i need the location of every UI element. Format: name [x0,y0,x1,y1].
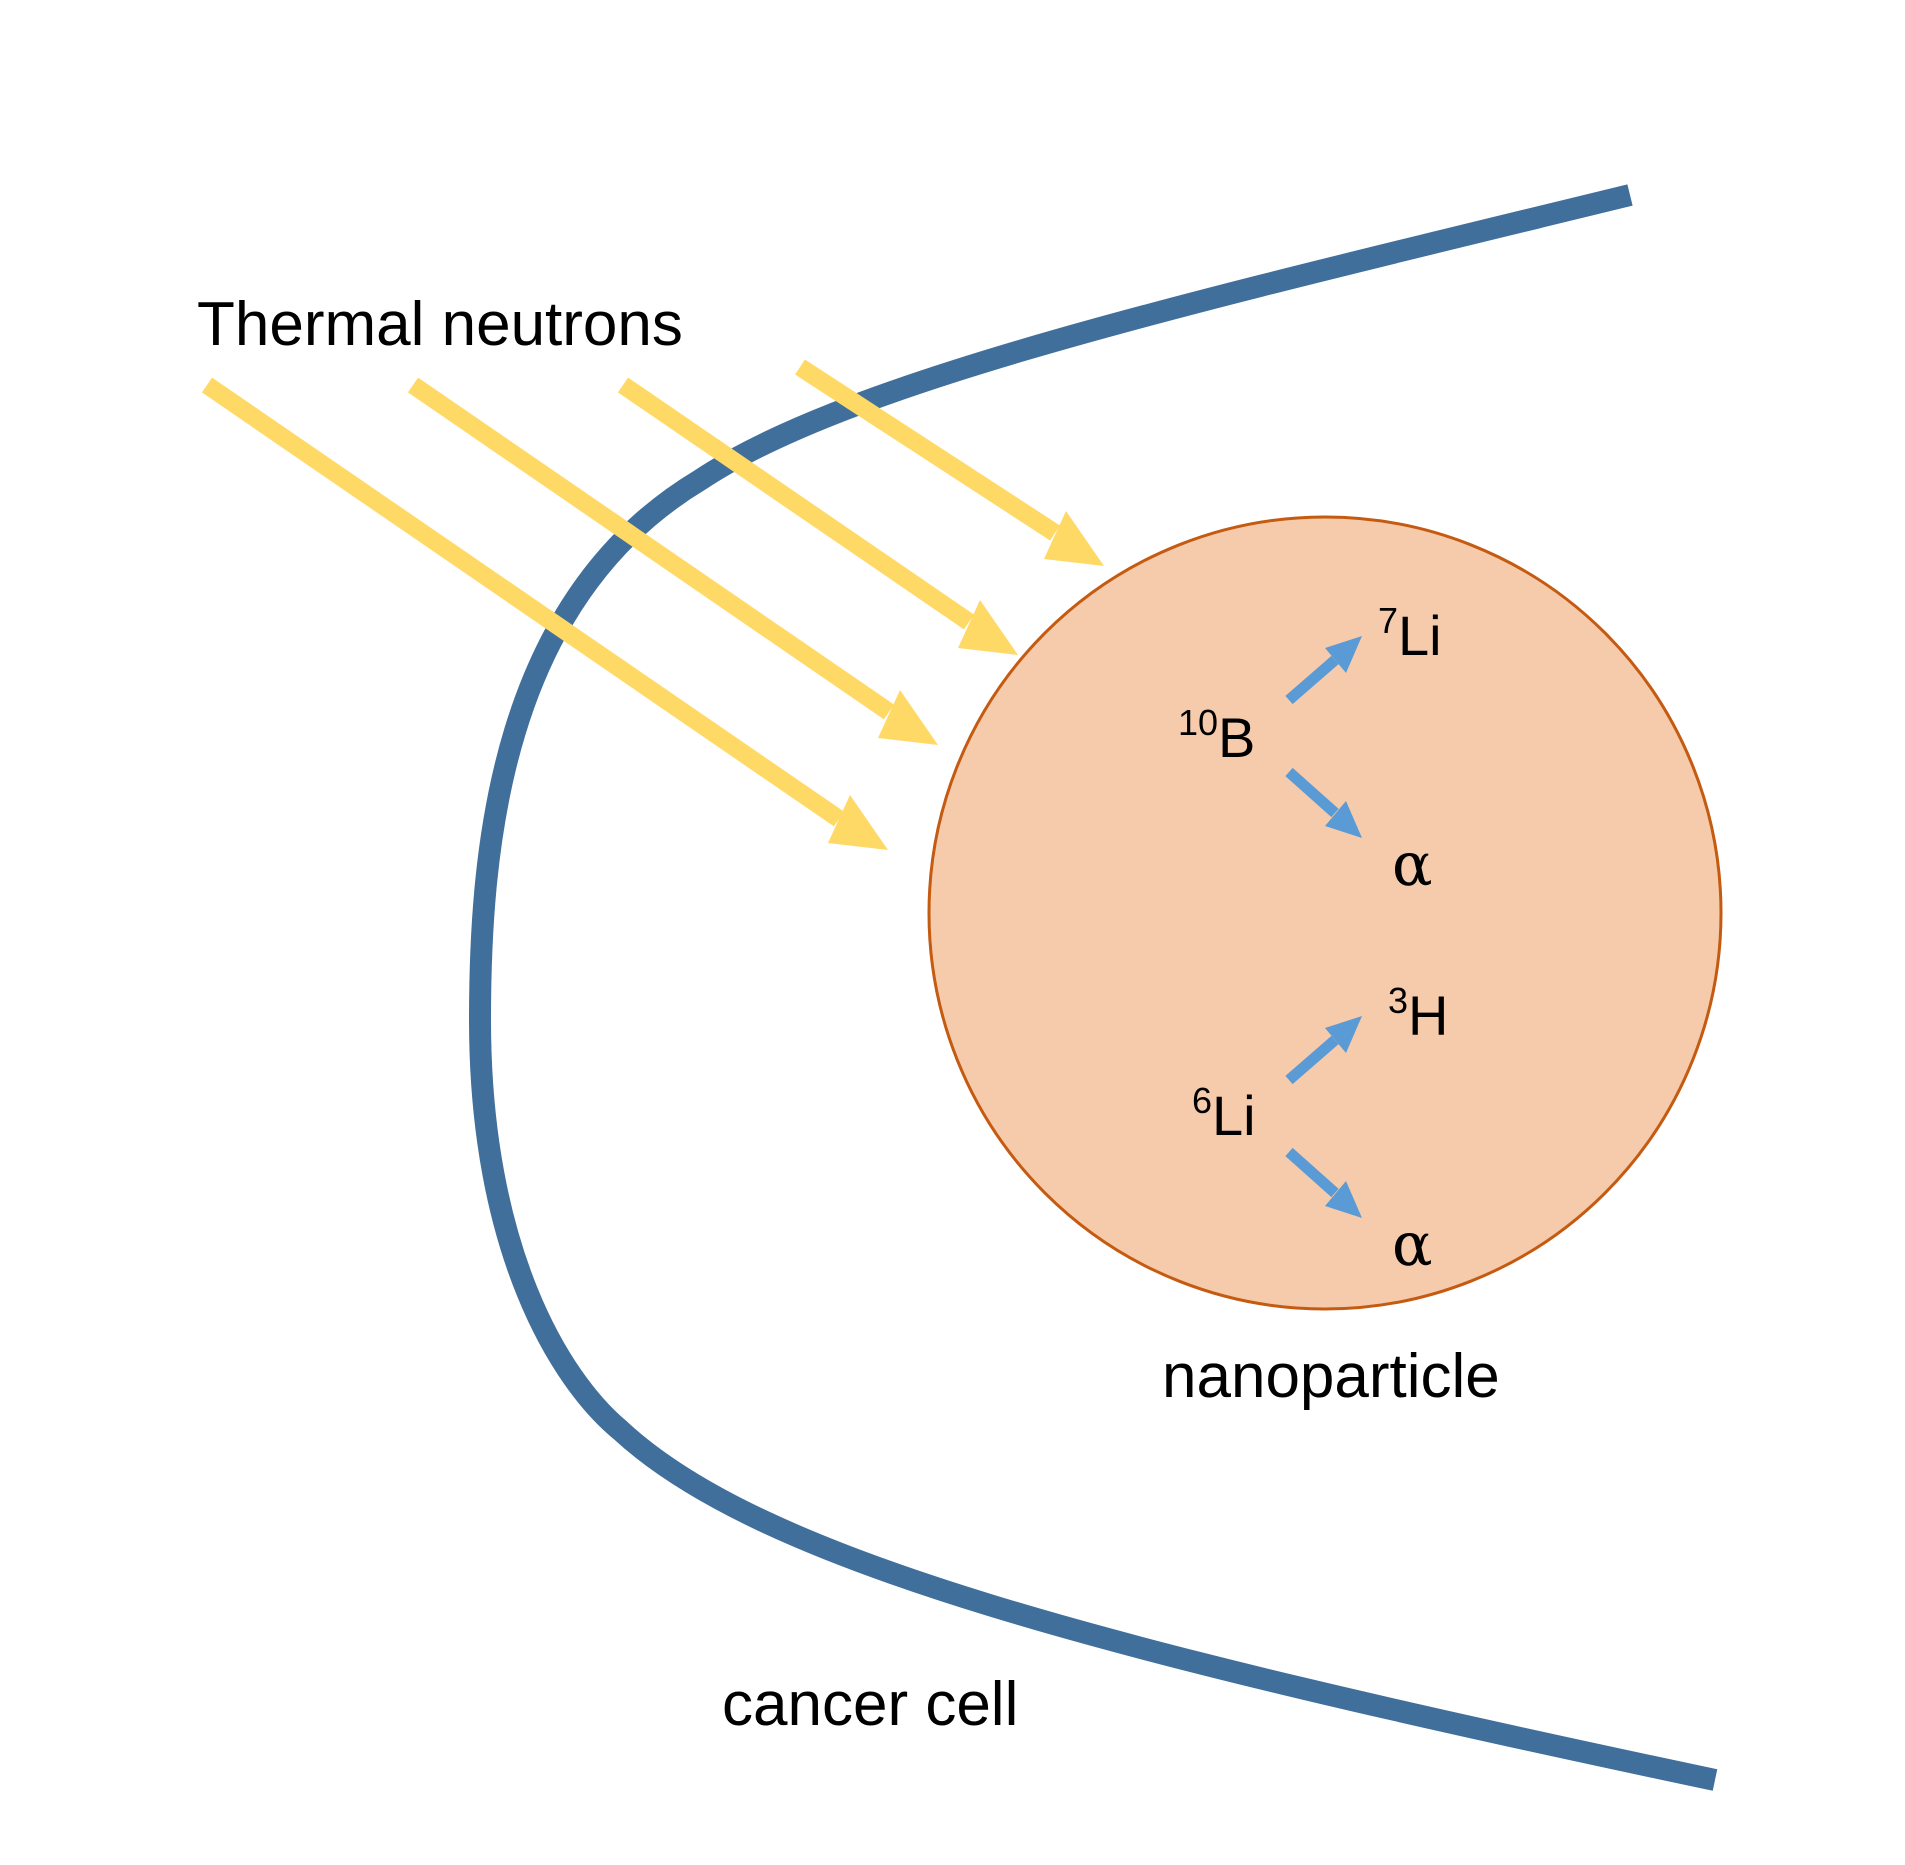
neutron-arrows [201,359,1104,850]
neutron-arrow-1 [201,377,888,850]
cancer-cell-label: cancer cell [722,1670,1018,1739]
boron-10-label: 10B [1178,702,1255,769]
nanoparticle-circle [927,515,1723,1311]
product-arrow-li6-to-h3 [1285,1016,1362,1085]
alpha-particle-label-1: α [1392,830,1433,900]
lithium-6-label: 6Li [1192,1080,1256,1147]
nanoparticle-label: nanoparticle [1162,1342,1500,1411]
cell-membrane-curve [468,184,1718,1791]
lithium-7-label: 7Li [1378,600,1442,667]
product-arrows [1285,636,1362,1218]
alpha-particle-label-2: α [1392,1210,1433,1280]
product-arrow-b-to-li7 [1285,636,1362,705]
neutron-arrow-3 [617,377,1018,655]
neutron-arrow-2 [407,377,938,745]
product-arrow-b-to-alpha [1285,767,1362,838]
thermal-neutrons-label: Thermal neutrons [197,290,683,359]
neutron-arrow-4 [795,359,1104,566]
tritium-label: 3H [1388,980,1448,1047]
product-arrow-li6-to-alpha [1285,1147,1362,1218]
